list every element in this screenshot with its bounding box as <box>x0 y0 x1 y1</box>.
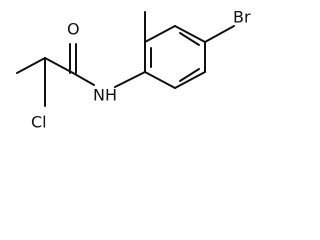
bromine-atom-label: Br <box>233 8 251 27</box>
nitrogen-hydrogen-atom-label: NH <box>93 86 117 105</box>
molecule-diagram: O NH Br Cl <box>16 8 251 132</box>
ring-bond-2 <box>144 25 176 43</box>
ring-bond-6 <box>144 71 176 89</box>
bond-nitrogen-ring <box>114 71 146 88</box>
ring-inner-double-1 <box>179 32 200 46</box>
oxygen-atom-label: O <box>67 20 80 39</box>
chlorine-atom-label: Cl <box>31 113 47 132</box>
ring-bond-5 <box>174 71 206 89</box>
bond-ring-bromine <box>204 25 235 43</box>
structure-canvas: O NH Br Cl <box>0 0 258 138</box>
ring-bond-3 <box>174 25 206 43</box>
bond-methyl-chiral-c <box>16 57 46 74</box>
bond-carbonyl-c-nitrogen <box>72 72 95 86</box>
bond-chiral-c-carbonyl-c <box>44 57 74 74</box>
ring-inner-double-2 <box>179 68 200 82</box>
